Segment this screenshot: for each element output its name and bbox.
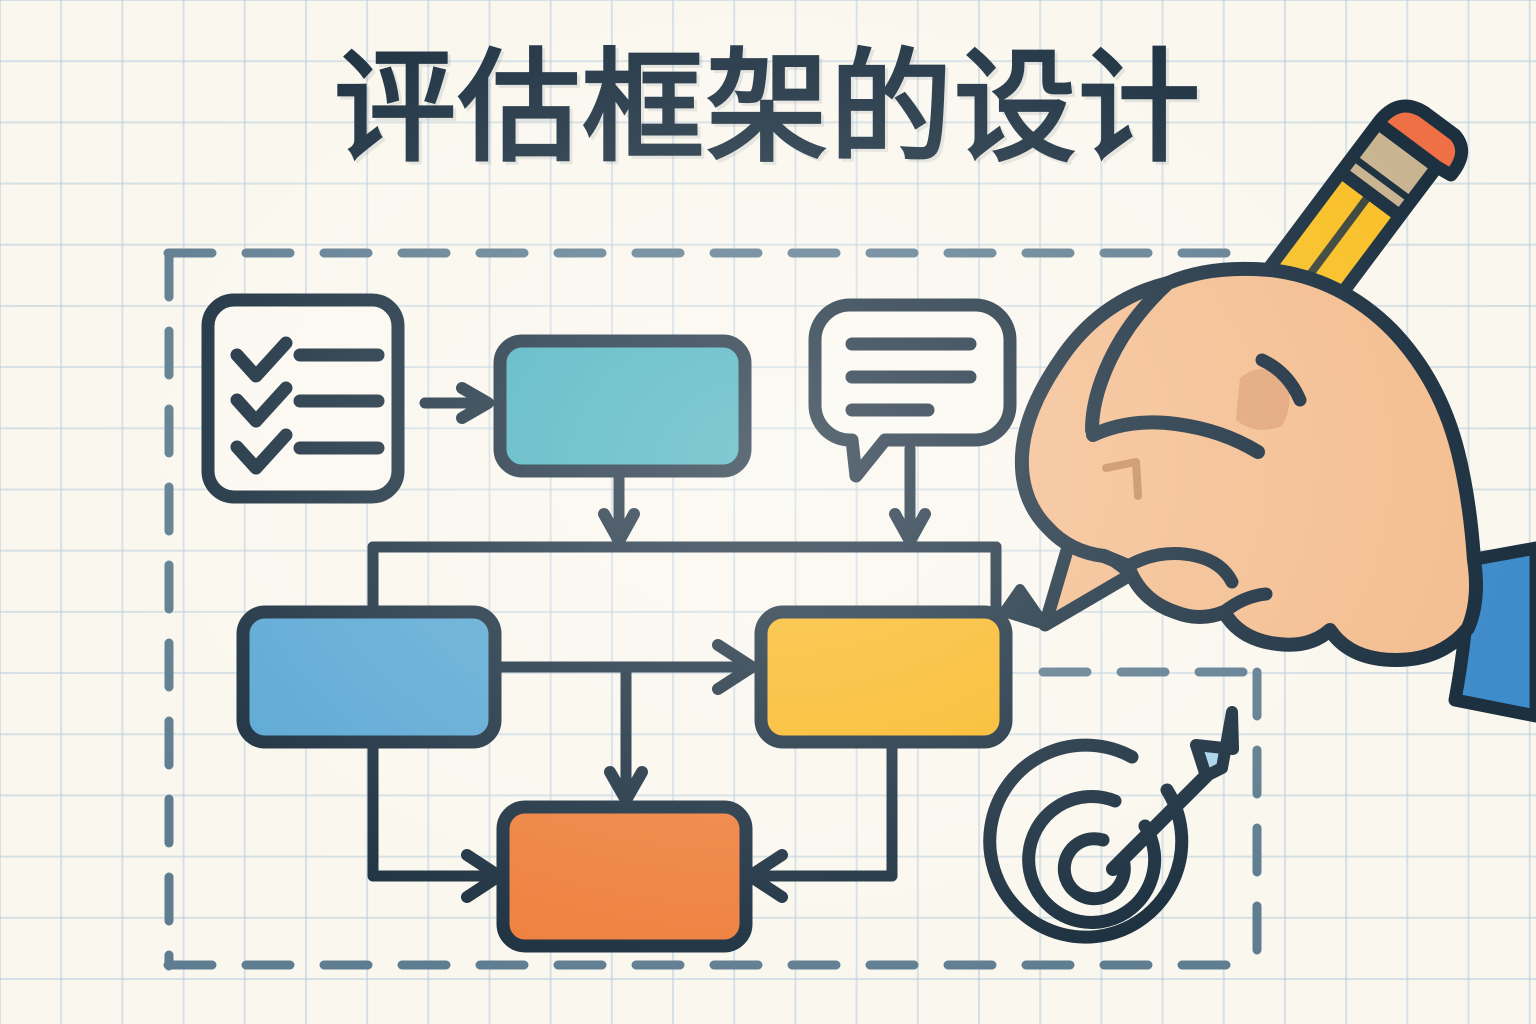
- edge-checklist-to-teal: [419, 382, 494, 424]
- hand-holding-pencil: [1014, 261, 1483, 667]
- speech-bubble-icon: [808, 298, 1017, 483]
- node-yellow[interactable]: [754, 605, 1013, 749]
- edge-bubble-to-bus: [889, 443, 931, 547]
- target-arrow-fletching-icon: [1190, 706, 1239, 782]
- node-blue[interactable]: [236, 605, 502, 749]
- edge-mid-to-orange: [604, 661, 648, 806]
- node-orange[interactable]: [496, 800, 753, 953]
- checklist-icon: [201, 293, 405, 504]
- dashed-frame: [163, 248, 1263, 971]
- node-teal[interactable]: [493, 334, 752, 478]
- connector-group: [367, 382, 1002, 903]
- edge-teal-to-bus: [598, 465, 640, 547]
- target-bullseye-icon: [983, 738, 1215, 944]
- edge-blue-to-yellow: [489, 639, 758, 695]
